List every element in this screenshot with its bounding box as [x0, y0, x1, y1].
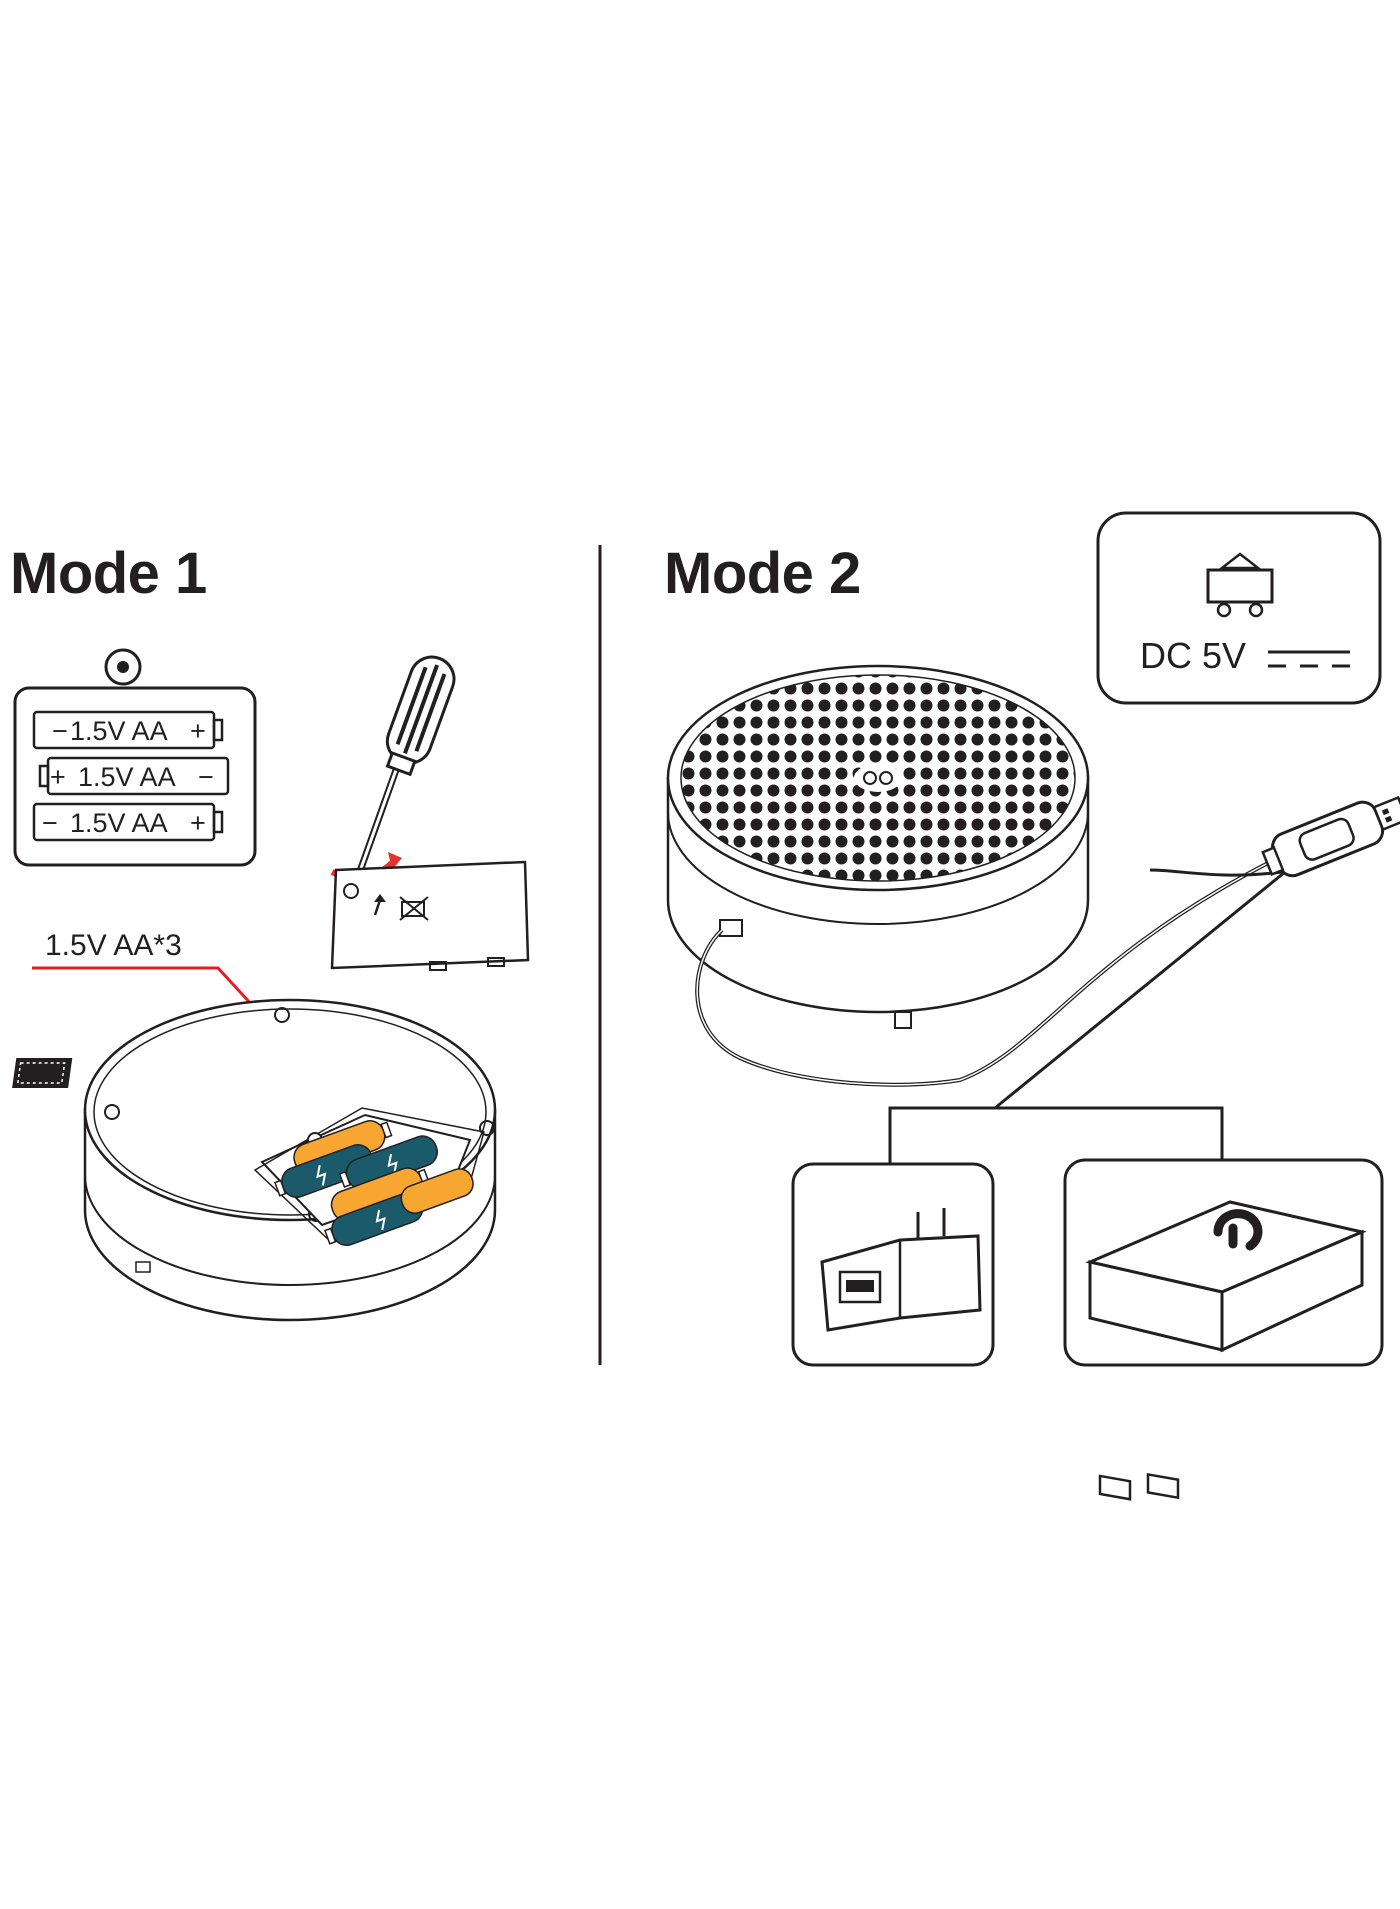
battery-slot-2: + 1.5V AA −: [38, 756, 230, 796]
wall-adapter-icon: [820, 1208, 982, 1332]
indoor-use-symbol-icon: [1206, 552, 1274, 618]
mode-1-title: Mode 1: [10, 541, 207, 606]
power-bank-icon: [1085, 1200, 1367, 1501]
grille-logo-icon: [854, 764, 902, 792]
power-spec-box: DC 5V: [1096, 511, 1382, 705]
dc-input-port: [719, 919, 743, 937]
battery-slot-3-minus: −: [42, 808, 58, 838]
aa-battery-5: [324, 1192, 424, 1247]
usb-cable: [695, 795, 1400, 1110]
battery-slot-3-plus: +: [190, 808, 206, 838]
power-button-icon: [1213, 1209, 1263, 1251]
battery-slot-1-minus: −: [52, 716, 68, 746]
battery-slot-2-plus: +: [50, 762, 66, 792]
dc-symbol-icon: [1268, 650, 1350, 668]
battery-slot-1-plus: +: [190, 716, 206, 746]
battery-slot-3: − 1.5V AA +: [32, 802, 224, 842]
battery-slot-3-label: 1.5V AA: [70, 808, 168, 838]
dc-5v-label: DC 5V: [1140, 635, 1246, 676]
battery-slot-1: − 1.5V AA +: [32, 710, 224, 750]
aa-batteries: [274, 1120, 474, 1247]
battery-cover-plate: [330, 860, 530, 971]
wall-adapter-option: [791, 1162, 995, 1367]
aa-battery-6: [400, 1168, 474, 1214]
battery-slot-1-label: 1.5V AA: [70, 716, 168, 746]
mode-2-title: Mode 2: [664, 541, 861, 606]
battery-box-diagram: − 1.5V AA + + 1.5V AA − − 1.5V AA +: [13, 648, 257, 867]
recycle-bin-symbol-icon: [401, 901, 425, 917]
power-source-branch: [888, 1106, 1224, 1164]
screwdriver-icon: [330, 655, 456, 892]
battery-slot-2-label: 1.5V AA: [78, 762, 176, 792]
usb-plug-icon: [1261, 795, 1400, 878]
power-bank-option: [1063, 1158, 1384, 1501]
battery-callout-label: 1.5V AA*3: [45, 929, 182, 962]
battery-slot-2-minus: −: [198, 762, 214, 792]
mode-2-base-unit: [666, 664, 1090, 1029]
